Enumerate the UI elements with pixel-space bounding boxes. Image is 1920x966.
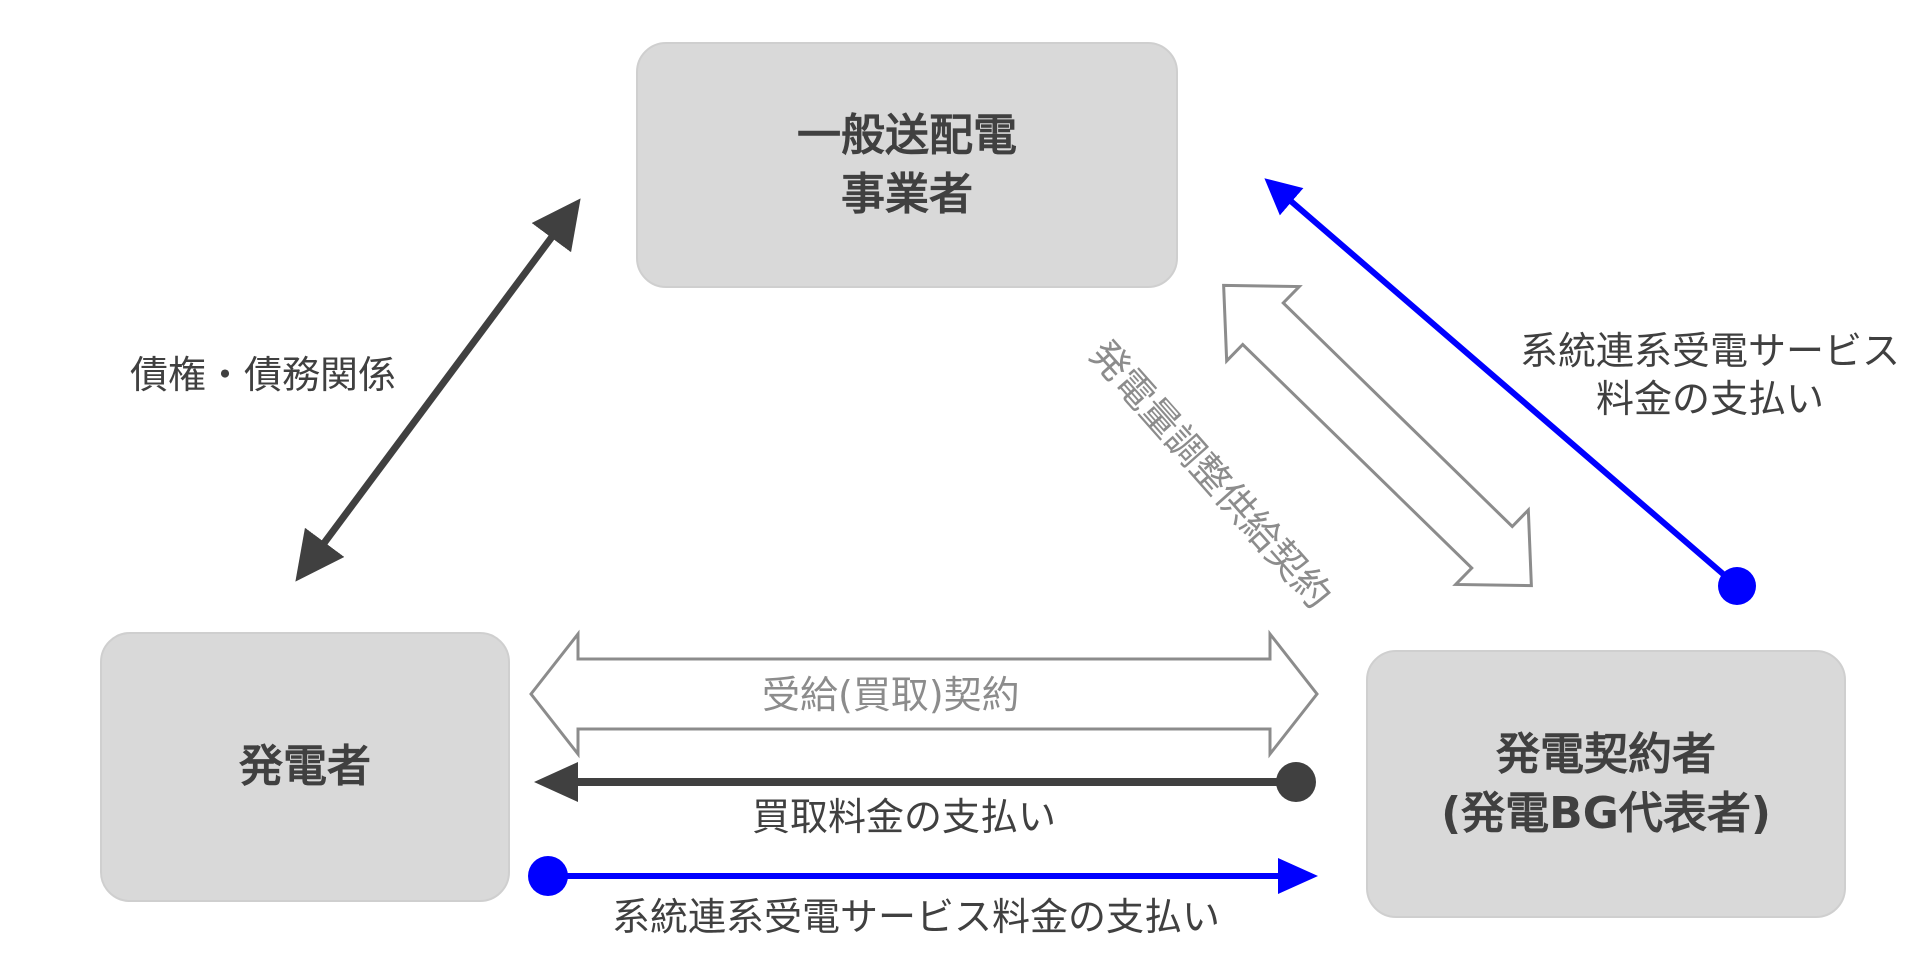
- node-generator-line1: 発電者: [239, 741, 371, 793]
- node-contractor-line2: (発電BG代表者): [1441, 788, 1771, 839]
- purchase-payment-start-dot: [1276, 762, 1316, 802]
- node-tso-line2: 事業者: [841, 169, 973, 220]
- grid-fee-to-contractor-label: 系統連系受電サービス料金の支払い: [612, 895, 1221, 939]
- grid-fee-to-tso-label: 系統連系受電サービス 料金の支払い: [1500, 328, 1920, 423]
- grid-fee-to-tso-label-line1: 系統連系受電サービス: [1519, 329, 1900, 373]
- node-generator: 発電者: [100, 632, 510, 902]
- grid-fee-to-tso-start-dot: [1718, 567, 1756, 605]
- grid-fee-to-contractor-arrowhead: [1278, 858, 1318, 894]
- purchase-payment-label: 買取料金の支払い: [752, 795, 1057, 839]
- debt-relation-arrow: [295, 198, 581, 582]
- debt-relation-label: 債権・債務関係: [130, 353, 397, 397]
- grid-fee-to-tso-label-line2: 料金の支払い: [1595, 376, 1824, 421]
- supply-contract-arrow: [1222, 283, 1533, 588]
- node-tso-line1: 一般送配電: [797, 109, 1017, 161]
- node-tso: 一般送配電 事業者: [636, 42, 1178, 288]
- purchase-payment-arrowhead: [534, 762, 578, 802]
- node-contractor-line1: 発電契約者: [1496, 728, 1716, 780]
- grid-fee-to-tso-arrow: [1264, 178, 1739, 589]
- node-contractor: 発電契約者 (発電BG代表者): [1366, 650, 1846, 918]
- fit-contract-arrow: [529, 629, 1319, 759]
- fit-contract-label: 受給(買取)契約: [762, 673, 1020, 717]
- grid-fee-to-contractor-start-dot: [528, 856, 568, 896]
